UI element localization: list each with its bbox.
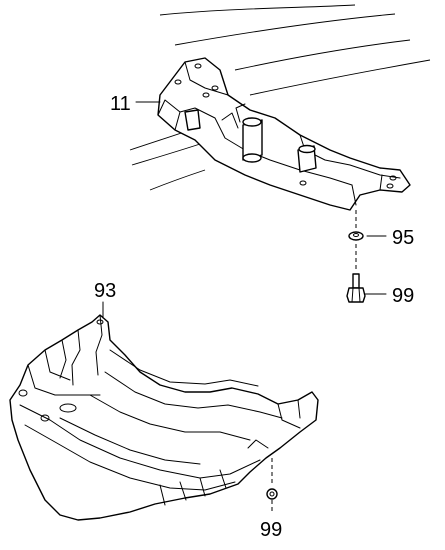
bolt-shank: [352, 273, 360, 289]
callout-bolt-upper: 99: [392, 285, 414, 307]
fastener-lower: [266, 458, 278, 512]
callout-bolt-lower: 99: [260, 519, 282, 541]
leader-lines: [102, 101, 387, 319]
callout-skid-plate: 93: [94, 280, 116, 302]
callout-washer: 95: [392, 227, 414, 249]
crossmember: [157, 57, 411, 211]
skid-plate: [9, 314, 319, 521]
bolt-head: [346, 287, 366, 303]
fastener-stack-upper: [346, 210, 366, 303]
bolt-head-lower: [266, 488, 278, 500]
callout-crossmember: 11: [110, 93, 131, 115]
frame-rail-lines: [129, 4, 431, 191]
